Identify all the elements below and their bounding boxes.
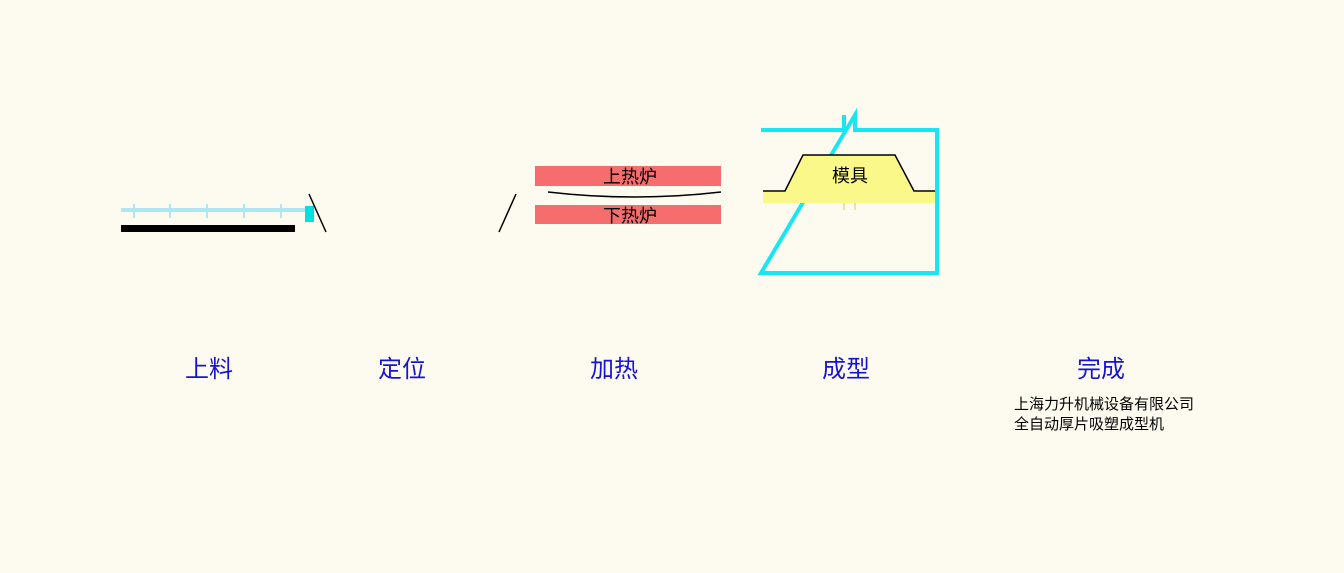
vacuum-hole [843, 203, 845, 210]
forming-station: 模具 [757, 107, 939, 275]
rail-end-stop [305, 206, 314, 222]
mold-base [763, 192, 935, 203]
feed-rail [121, 208, 309, 212]
lower-heater [535, 205, 721, 224]
rail-post [280, 204, 282, 218]
company-name: 上海力升机械设备有限公司 [1014, 395, 1195, 413]
stage-label-complete: 完成 [1077, 355, 1125, 383]
mold-label: 模具 [832, 166, 868, 187]
stage-label-heating: 加热 [590, 355, 638, 383]
right-guide-arm [498, 193, 517, 233]
stage-label-loading: 上料 [185, 355, 233, 383]
formed-sheet [763, 154, 935, 192]
positioning-station [308, 193, 517, 233]
stage-label-forming: 成型 [822, 355, 870, 383]
upper-heater [535, 166, 721, 186]
rail-post [206, 204, 208, 218]
product-name: 全自动厚片吸塑成型机 [1014, 415, 1165, 433]
rail-post [243, 204, 245, 218]
left-guide-arm [308, 193, 327, 233]
rail-post [133, 204, 135, 218]
heating-station: 上热炉 下热炉 [535, 166, 722, 227]
mold-body [785, 155, 914, 192]
lower-heater-label: 下热炉 [603, 206, 657, 227]
loading-station [121, 204, 314, 232]
rail-post [169, 204, 171, 218]
vacuum-hole [854, 203, 856, 210]
forming-frame [757, 107, 939, 275]
upper-heater-label: 上热炉 [603, 167, 657, 188]
heated-sheet [547, 191, 722, 198]
feed-bar [121, 225, 295, 232]
stage-label-positioning: 定位 [378, 355, 426, 383]
